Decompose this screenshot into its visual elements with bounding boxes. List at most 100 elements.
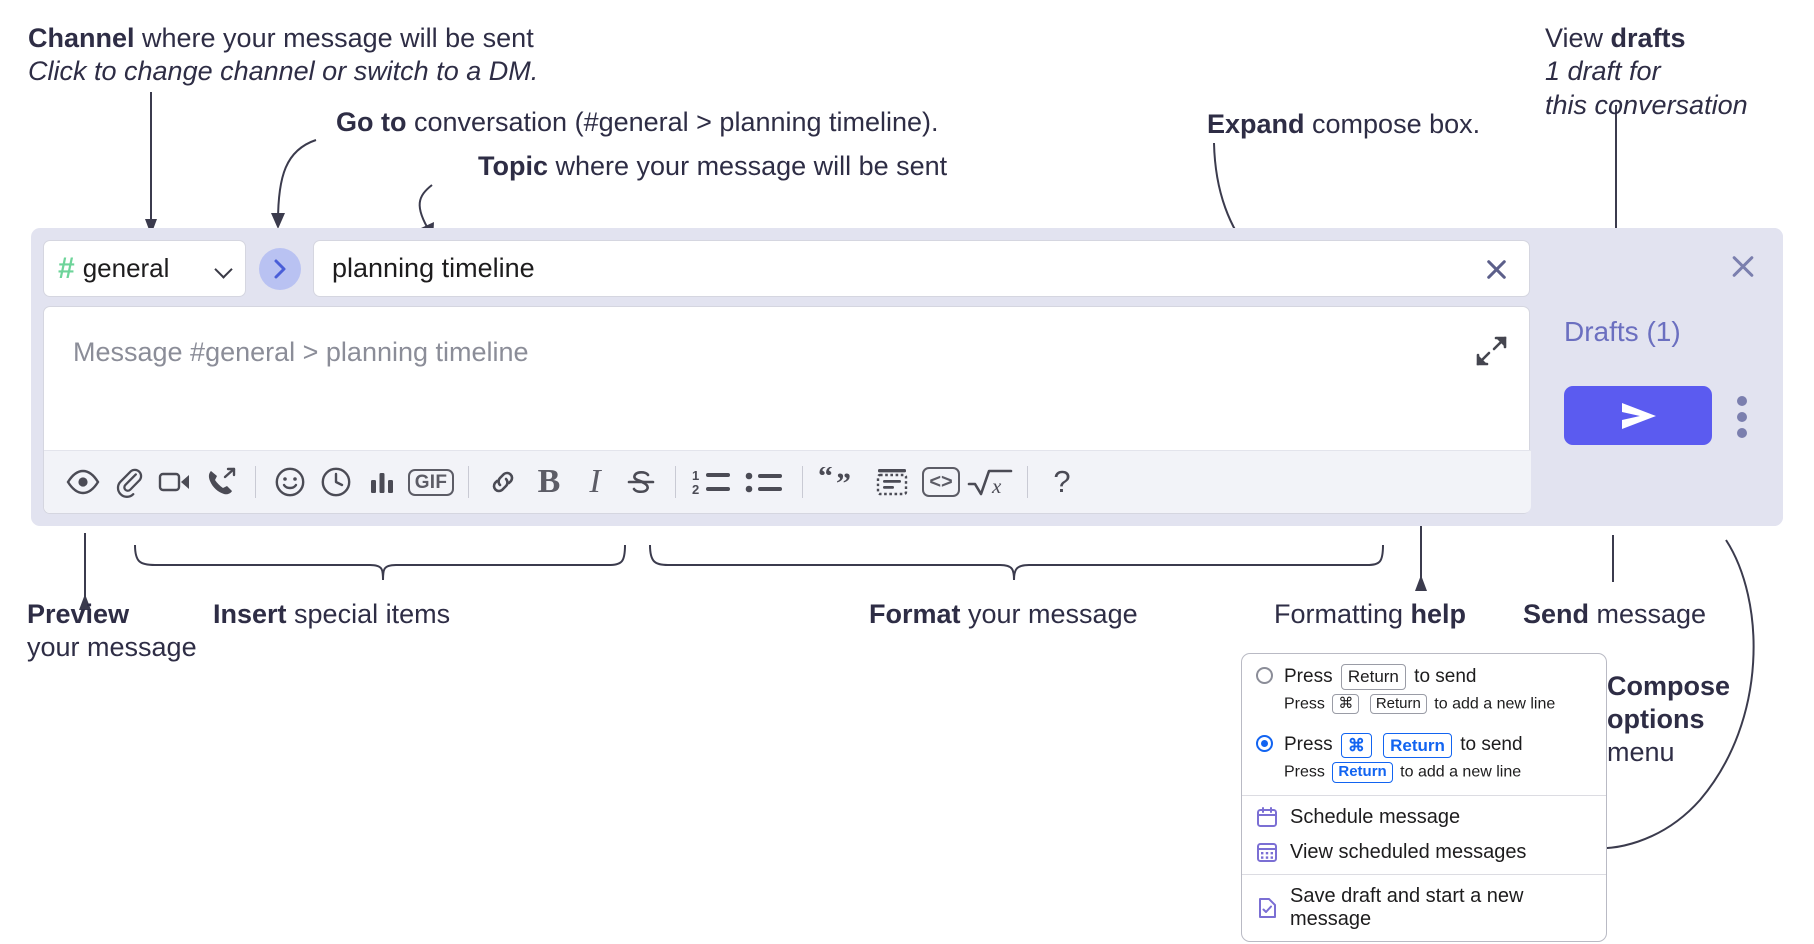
menu-item-save-draft[interactable]: Save draft and start a new message (1242, 879, 1606, 941)
annotation-help-bold: help (1410, 599, 1467, 629)
radio-button-return[interactable] (1256, 667, 1273, 684)
attachment-paperclip-icon[interactable] (106, 459, 152, 505)
clear-topic-icon[interactable] (1481, 254, 1511, 284)
annotation-drafts: View drafts 1 draft for this conversatio… (1545, 22, 1748, 122)
phone-forward-icon[interactable] (198, 459, 244, 505)
bold-icon[interactable]: B (537, 463, 561, 500)
gif-icon[interactable]: GIF (405, 459, 457, 505)
send-option-return-hint: Press ⌘ Return to add a new line (1242, 692, 1606, 723)
annotation-preview: Preview your message (27, 598, 197, 665)
help-question-mark: ? (1053, 464, 1071, 499)
annotation-insert-bold: Insert (213, 599, 287, 629)
channel-name: general (82, 253, 170, 283)
annotation-goto-bold: Go to (336, 107, 407, 137)
annotation-format-rest: your message (960, 599, 1138, 629)
option2-sub-return-key: Return (1332, 761, 1393, 783)
annotation-drafts-lead: View (1545, 23, 1611, 53)
toolbar-divider (468, 466, 469, 498)
annotation-expand-bold: Expand (1207, 109, 1305, 139)
topic-value: planning timeline (332, 253, 535, 283)
menu-item-view-scheduled-messages[interactable]: View scheduled messages (1242, 835, 1606, 870)
menu-item-schedule-message[interactable]: Schedule message (1242, 800, 1606, 835)
option1-to-send: to send (1414, 666, 1477, 687)
menu-divider (1242, 873, 1606, 875)
send-option-return[interactable]: Press Return to send (1242, 654, 1606, 692)
annotation-topic-bold: Topic (478, 151, 548, 181)
italic-icon[interactable]: I (589, 463, 601, 500)
calendar-icon (1256, 806, 1278, 828)
annotation-goto-rest: conversation (#general > planning timeli… (406, 107, 939, 137)
toolbar-divider (255, 466, 256, 498)
option2-sub-press: Press (1284, 763, 1325, 781)
annotation-channel-sub: Click to change channel or switch to a D… (28, 56, 539, 87)
drafts-rail: Drafts (1) (1542, 228, 1783, 526)
send-button[interactable] (1564, 386, 1712, 445)
compose-options-menu: Press Return to send Press ⌘ Return to a… (1241, 653, 1607, 942)
option1-cmd-key: ⌘ (1332, 693, 1360, 715)
svg-text:2: 2 (692, 482, 699, 497)
send-option-cmd-return[interactable]: Press ⌘ Return to send (1242, 722, 1606, 760)
code-block-icon[interactable] (866, 459, 918, 505)
option1-sub-return-key: Return (1369, 693, 1427, 715)
annotation-help: Formatting help (1274, 598, 1466, 631)
hash-icon: # (58, 251, 75, 285)
annotation-compose-options: Compose options menu (1607, 670, 1730, 769)
annotation-expand: Expand compose box. (1207, 108, 1480, 141)
annotation-goto: Go to conversation (#general > planning … (336, 106, 939, 139)
draft-check-icon (1256, 897, 1278, 919)
option2-press: Press (1284, 734, 1333, 756)
preview-eye-icon[interactable] (60, 459, 106, 505)
option2-sub-rest: to add a new line (1400, 763, 1522, 781)
channel-selector[interactable]: # general (43, 240, 246, 297)
option2-return-key: Return (1383, 732, 1452, 758)
link-icon[interactable] (480, 459, 526, 505)
radio-button-cmd-return[interactable] (1256, 735, 1273, 753)
kebab-dot (1737, 428, 1747, 438)
bulleted-list-icon[interactable] (739, 459, 791, 505)
option2-to-send: to send (1460, 734, 1523, 756)
expand-arrows-icon (1476, 336, 1507, 366)
svg-text:”: ” (836, 467, 851, 497)
message-input-area[interactable]: Message #general > planning timeline (43, 306, 1531, 514)
bar-chart-icon[interactable] (359, 459, 405, 505)
chevron-right-icon (274, 259, 286, 279)
annotation-channel: Channel where your message will be sent … (28, 22, 538, 89)
compose-options-kebab-button[interactable] (1737, 396, 1747, 438)
topic-field[interactable]: planning timeline (313, 240, 1530, 297)
annotation-insert-rest: special items (286, 599, 451, 629)
svg-text:1: 1 (692, 468, 699, 483)
svg-text:x: x (991, 474, 1002, 498)
annotation-topic: Topic where your message will be sent (478, 150, 947, 183)
chevron-down-icon (215, 260, 233, 278)
annotation-compose-options-rest: menu (1607, 736, 1675, 767)
inline-code-icon[interactable]: <> (918, 459, 964, 505)
close-icon[interactable] (1727, 250, 1759, 282)
kebab-dot (1737, 396, 1747, 406)
compose-panel: # general planning timeline Message #gen… (31, 228, 1783, 526)
math-icon[interactable]: x (964, 459, 1016, 505)
emoji-smiley-icon[interactable] (267, 459, 313, 505)
goto-conversation-button[interactable] (259, 248, 301, 290)
annotation-compose-options-bold1: Compose (1607, 671, 1731, 701)
annotation-channel-rest: where your message will be sent (134, 23, 534, 53)
option1-sub-rest: to add a new line (1434, 695, 1556, 713)
expand-compose-button[interactable] (1475, 335, 1509, 369)
annotation-drafts-sub2: this conversation (1545, 89, 1748, 120)
annotation-preview-bold: Preview (27, 599, 130, 629)
svg-text:“: “ (818, 467, 833, 493)
strikethrough-icon[interactable] (618, 459, 664, 505)
clock-icon[interactable] (313, 459, 359, 505)
annotation-insert: Insert special items (213, 598, 450, 631)
menu-item-label: View scheduled messages (1290, 840, 1527, 863)
compose-inner: # general planning timeline Message #gen… (43, 240, 1531, 514)
menu-item-label: Save draft and start a new message (1290, 884, 1524, 930)
formatting-help-icon[interactable]: ? (1039, 459, 1085, 505)
drafts-link[interactable]: Drafts (1) (1564, 316, 1681, 347)
option1-return-key: Return (1340, 664, 1406, 690)
blockquote-icon[interactable]: “” (814, 459, 866, 505)
video-camera-icon[interactable] (152, 459, 198, 505)
annotation-expand-rest: compose box. (1304, 109, 1481, 139)
toolbar-divider (1027, 466, 1028, 498)
